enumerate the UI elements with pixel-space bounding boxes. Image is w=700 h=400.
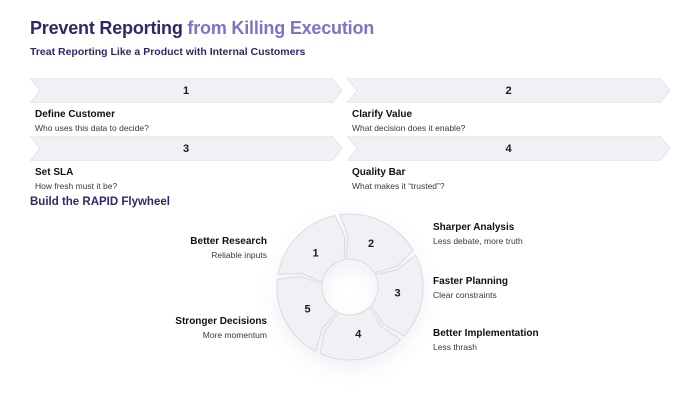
step-define-customer: 1 Define Customer Who uses this data to … bbox=[30, 78, 342, 133]
flywheel-number-5: 5 bbox=[305, 304, 311, 316]
flywheel-label-title: Better Implementation bbox=[433, 328, 539, 339]
step-clarify-value: 2 Clarify Value What decision does it en… bbox=[347, 78, 670, 133]
flywheel-segment-2 bbox=[339, 213, 414, 274]
step-description: What makes it “trusted”? bbox=[352, 181, 445, 191]
step-description: What decision does it enable? bbox=[352, 123, 466, 133]
flywheel-label-description: Clear constraints bbox=[433, 290, 497, 300]
chevron-arrow-shape bbox=[347, 78, 670, 103]
flywheel-segments bbox=[276, 213, 424, 361]
step-set-sla: 3 Set SLA How fresh must it be? bbox=[30, 136, 342, 191]
page-title-primary: Prevent Reporting bbox=[30, 18, 183, 38]
flywheel-number-2: 2 bbox=[368, 238, 374, 250]
step-number: 1 bbox=[182, 84, 190, 97]
flywheel-label-title: Faster Planning bbox=[433, 276, 509, 287]
step-number: 2 bbox=[505, 84, 512, 97]
rapid-flywheel-diagram: 1 2 3 4 5 bbox=[276, 213, 424, 361]
chevron-arrow-shape bbox=[30, 136, 342, 161]
flywheel-label-stronger-decisions: Stronger Decisions More momentum bbox=[175, 316, 267, 340]
step-text: Define Customer Who uses this data to de… bbox=[35, 109, 342, 133]
flywheel-number-3: 3 bbox=[394, 288, 400, 300]
chevron-arrow: 2 bbox=[347, 78, 670, 103]
flywheel-heading: Build the RAPID Flywheel bbox=[30, 196, 170, 208]
flywheel-segment-4 bbox=[319, 306, 402, 361]
flywheel-label-better-research: Better Research Reliable inputs bbox=[190, 236, 267, 260]
flywheel-label-description: More momentum bbox=[202, 330, 267, 340]
step-number: 4 bbox=[505, 142, 512, 155]
flywheel-label-title: Sharper Analysis bbox=[433, 222, 515, 233]
flywheel-number-4: 4 bbox=[355, 328, 362, 340]
step-title: Define Customer bbox=[35, 109, 116, 120]
flywheel-segment-5 bbox=[276, 275, 338, 353]
step-text: Quality Bar What makes it “trusted”? bbox=[352, 167, 670, 191]
step-description: Who uses this data to decide? bbox=[35, 123, 149, 133]
step-title: Quality Bar bbox=[352, 167, 406, 178]
flywheel-label-description: Reliable inputs bbox=[211, 250, 267, 260]
page-title-accent: from Killing Execution bbox=[182, 18, 375, 38]
chevron-arrow: 4 bbox=[347, 136, 670, 161]
flywheel-label-sharper-analysis: Sharper Analysis Less debate, more truth bbox=[433, 222, 523, 246]
flywheel-label-better-implementation: Better Implementation Less thrash bbox=[433, 328, 539, 352]
step-text: Clarify Value What decision does it enab… bbox=[352, 109, 670, 133]
flywheel-number-1: 1 bbox=[312, 248, 318, 260]
step-text: Set SLA How fresh must it be? bbox=[35, 167, 342, 191]
flywheel-segment-1 bbox=[277, 215, 346, 283]
chevron-arrow-shape bbox=[30, 78, 342, 103]
flywheel-segment-3 bbox=[370, 254, 424, 337]
step-title: Set SLA bbox=[35, 167, 74, 178]
flywheel-label-description: Less debate, more truth bbox=[433, 236, 523, 246]
step-number: 3 bbox=[182, 142, 190, 155]
chevron-arrow-shape bbox=[347, 136, 670, 161]
page-title: Prevent Reporting from Killing Execution bbox=[30, 18, 374, 39]
step-title: Clarify Value bbox=[352, 109, 413, 120]
flywheel-numbers: 1 2 3 4 5 bbox=[305, 238, 401, 340]
step-quality-bar: 4 Quality Bar What makes it “trusted”? bbox=[347, 136, 670, 191]
flywheel-label-title: Stronger Decisions bbox=[175, 316, 267, 327]
chevron-arrow: 3 bbox=[30, 136, 342, 161]
step-description: How fresh must it be? bbox=[35, 181, 118, 191]
flywheel-label-faster-planning: Faster Planning Clear constraints bbox=[433, 276, 508, 300]
page-subtitle: Treat Reporting Like a Product with Inte… bbox=[30, 46, 306, 58]
flywheel-label-description: Less thrash bbox=[433, 342, 477, 352]
chevron-arrow: 1 bbox=[30, 78, 342, 103]
flywheel-label-title: Better Research bbox=[190, 236, 267, 247]
